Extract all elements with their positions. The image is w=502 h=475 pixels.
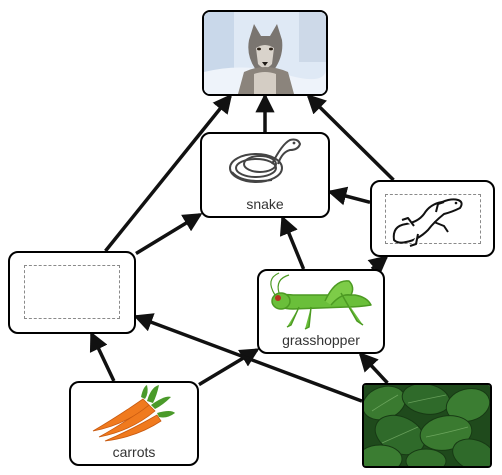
arrow-grasshopper-to-lizard [367,255,389,275]
grasshopper-label: grasshopper [282,332,360,348]
snake-outline-icon [229,138,302,183]
spinach-photo [364,385,490,466]
grasshopper-node: grasshopper [257,269,385,354]
arrow-lizard-to-wolf [306,93,395,182]
blank-node [8,251,136,334]
lizard-placeholder-box [385,194,481,244]
carrots-node: carrots [69,381,199,466]
lizard-node [370,180,495,257]
wolf-node [202,10,328,96]
blank-placeholder-box [24,265,120,319]
arrow-blank-to-snake [135,213,203,256]
carrots-label: carrots [112,444,156,460]
arrow-carrots-to-blank [89,331,116,382]
arrow-lizard-to-snake [327,186,371,206]
grasshopper-icon [270,272,372,330]
arrow-carrots-to-grasshopper [198,348,260,387]
spinach-node [362,383,492,468]
carrots-icon [92,385,175,442]
arrow-spinach-to-blank [133,313,363,403]
arrow-spinach-to-grasshopper [358,351,389,385]
lizard-outline-icon [392,198,463,247]
snake-label: snake [246,196,284,212]
arrow-grasshopper-to-snake [279,215,306,270]
wolf-photo [204,12,326,94]
arrow-blank-to-wolf [104,93,233,253]
snake-node: snake [200,132,330,218]
